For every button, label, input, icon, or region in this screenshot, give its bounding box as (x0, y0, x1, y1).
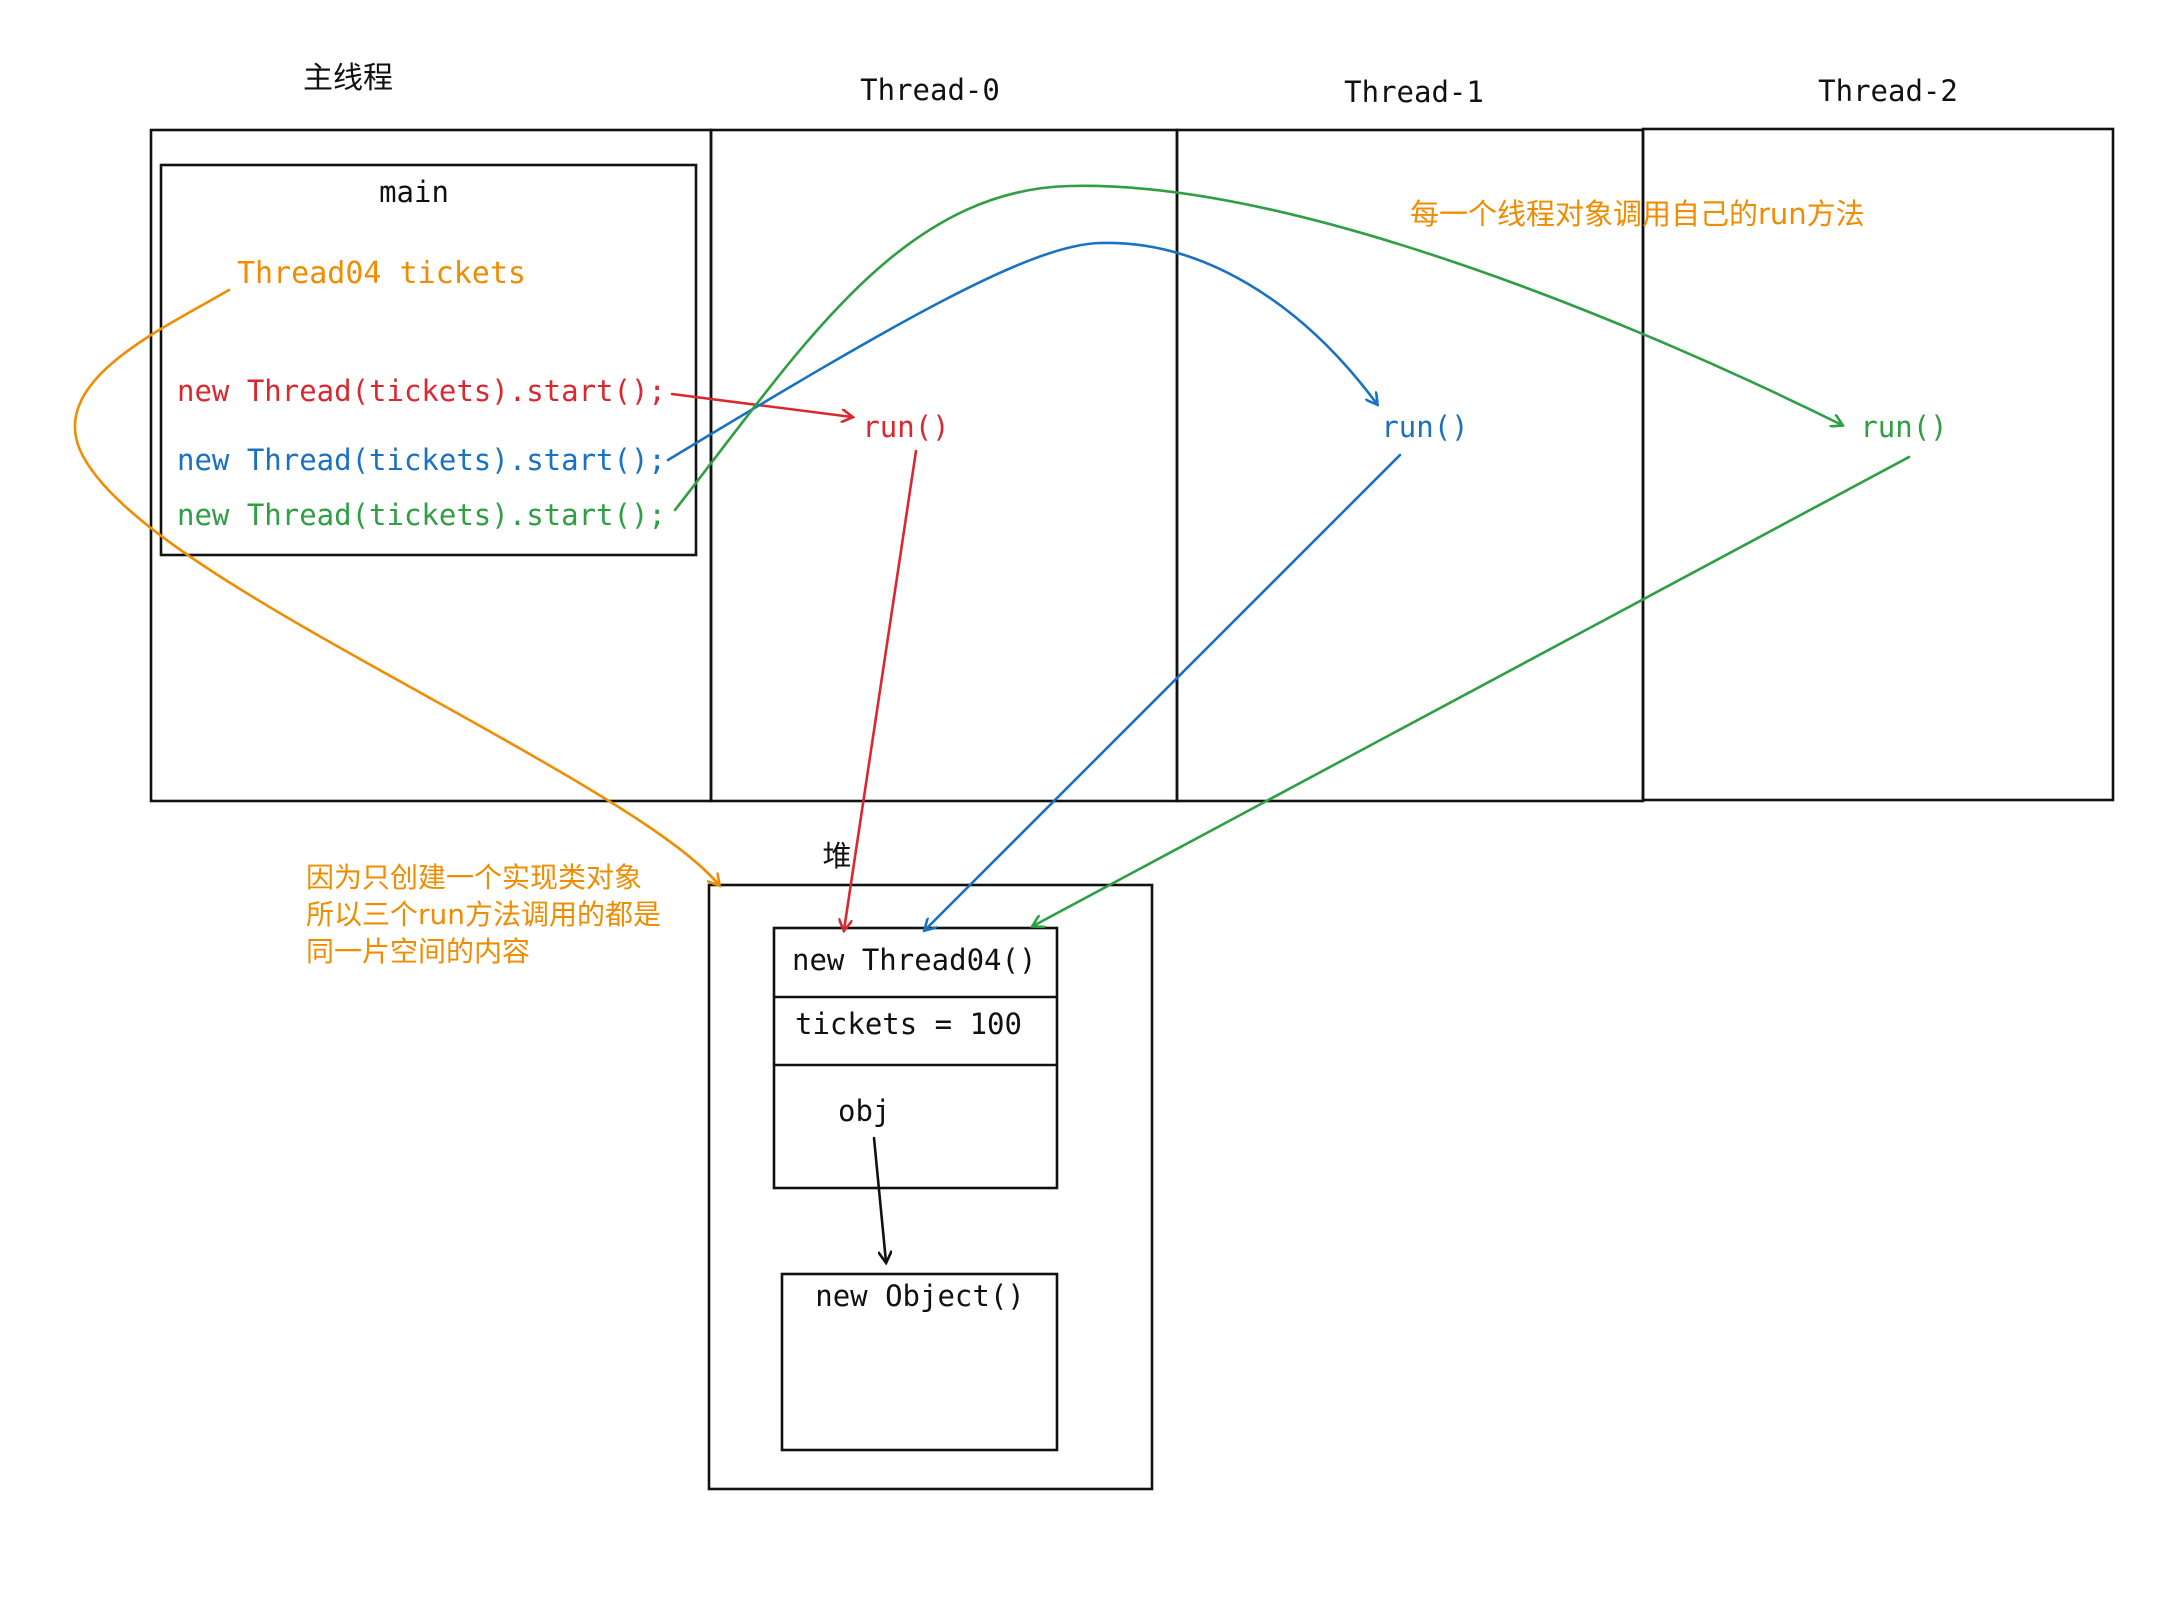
main-stack-frame (159, 163, 698, 557)
arrow-start-to-run-thread0 (670, 392, 852, 417)
run-label-thread1: run() (1381, 410, 1468, 444)
note-line-3: 同一片空间的内容 (306, 935, 530, 968)
start-call-green: new Thread(tickets).start(); (177, 498, 666, 532)
start-call-red: new Thread(tickets).start(); (177, 374, 666, 408)
thread04-object-header: new Thread04() (792, 943, 1036, 977)
heap-area (707, 883, 1154, 1491)
arrow-run0-to-heap (844, 449, 918, 930)
thread1-label: Thread-1 (1344, 75, 1484, 109)
tickets-field: tickets = 100 (795, 1007, 1022, 1041)
thread0-label: Thread-0 (860, 73, 1000, 107)
inner-object-box (780, 1272, 1059, 1452)
arrow-run1-to-heap (925, 453, 1402, 930)
arrow-start-to-run-thread1 (666, 241, 1377, 462)
thread0-column (709, 128, 1179, 803)
run-label-thread0: run() (862, 410, 949, 444)
thread2-column (1641, 127, 2115, 802)
heap-label: 堆 (822, 839, 851, 873)
arrow-tickets-to-heap (73, 288, 719, 885)
arrow-start-to-run-thread2 (673, 184, 1842, 512)
tickets-variable: Thread04 tickets (237, 256, 526, 291)
arrow-obj-to-object (872, 1136, 886, 1262)
note-each-thread: 每一个线程对象调用自己的run方法 (1410, 197, 1865, 231)
arrow-run2-to-heap (1033, 455, 1911, 926)
thread2-label: Thread-2 (1818, 74, 1958, 108)
note-line-2: 所以三个run方法调用的都是 (306, 898, 661, 931)
main-frame-label: main (379, 175, 449, 209)
note-line-1: 因为只创建一个实现类对象 (306, 861, 642, 894)
obj-field: obj (838, 1094, 890, 1128)
main-thread-label: 主线程 (303, 61, 393, 96)
start-call-blue: new Thread(tickets).start(); (177, 443, 666, 477)
inner-object-label: new Object() (815, 1279, 1025, 1313)
thread04-object (772, 926, 1059, 1190)
run-label-thread2: run() (1860, 410, 1947, 444)
